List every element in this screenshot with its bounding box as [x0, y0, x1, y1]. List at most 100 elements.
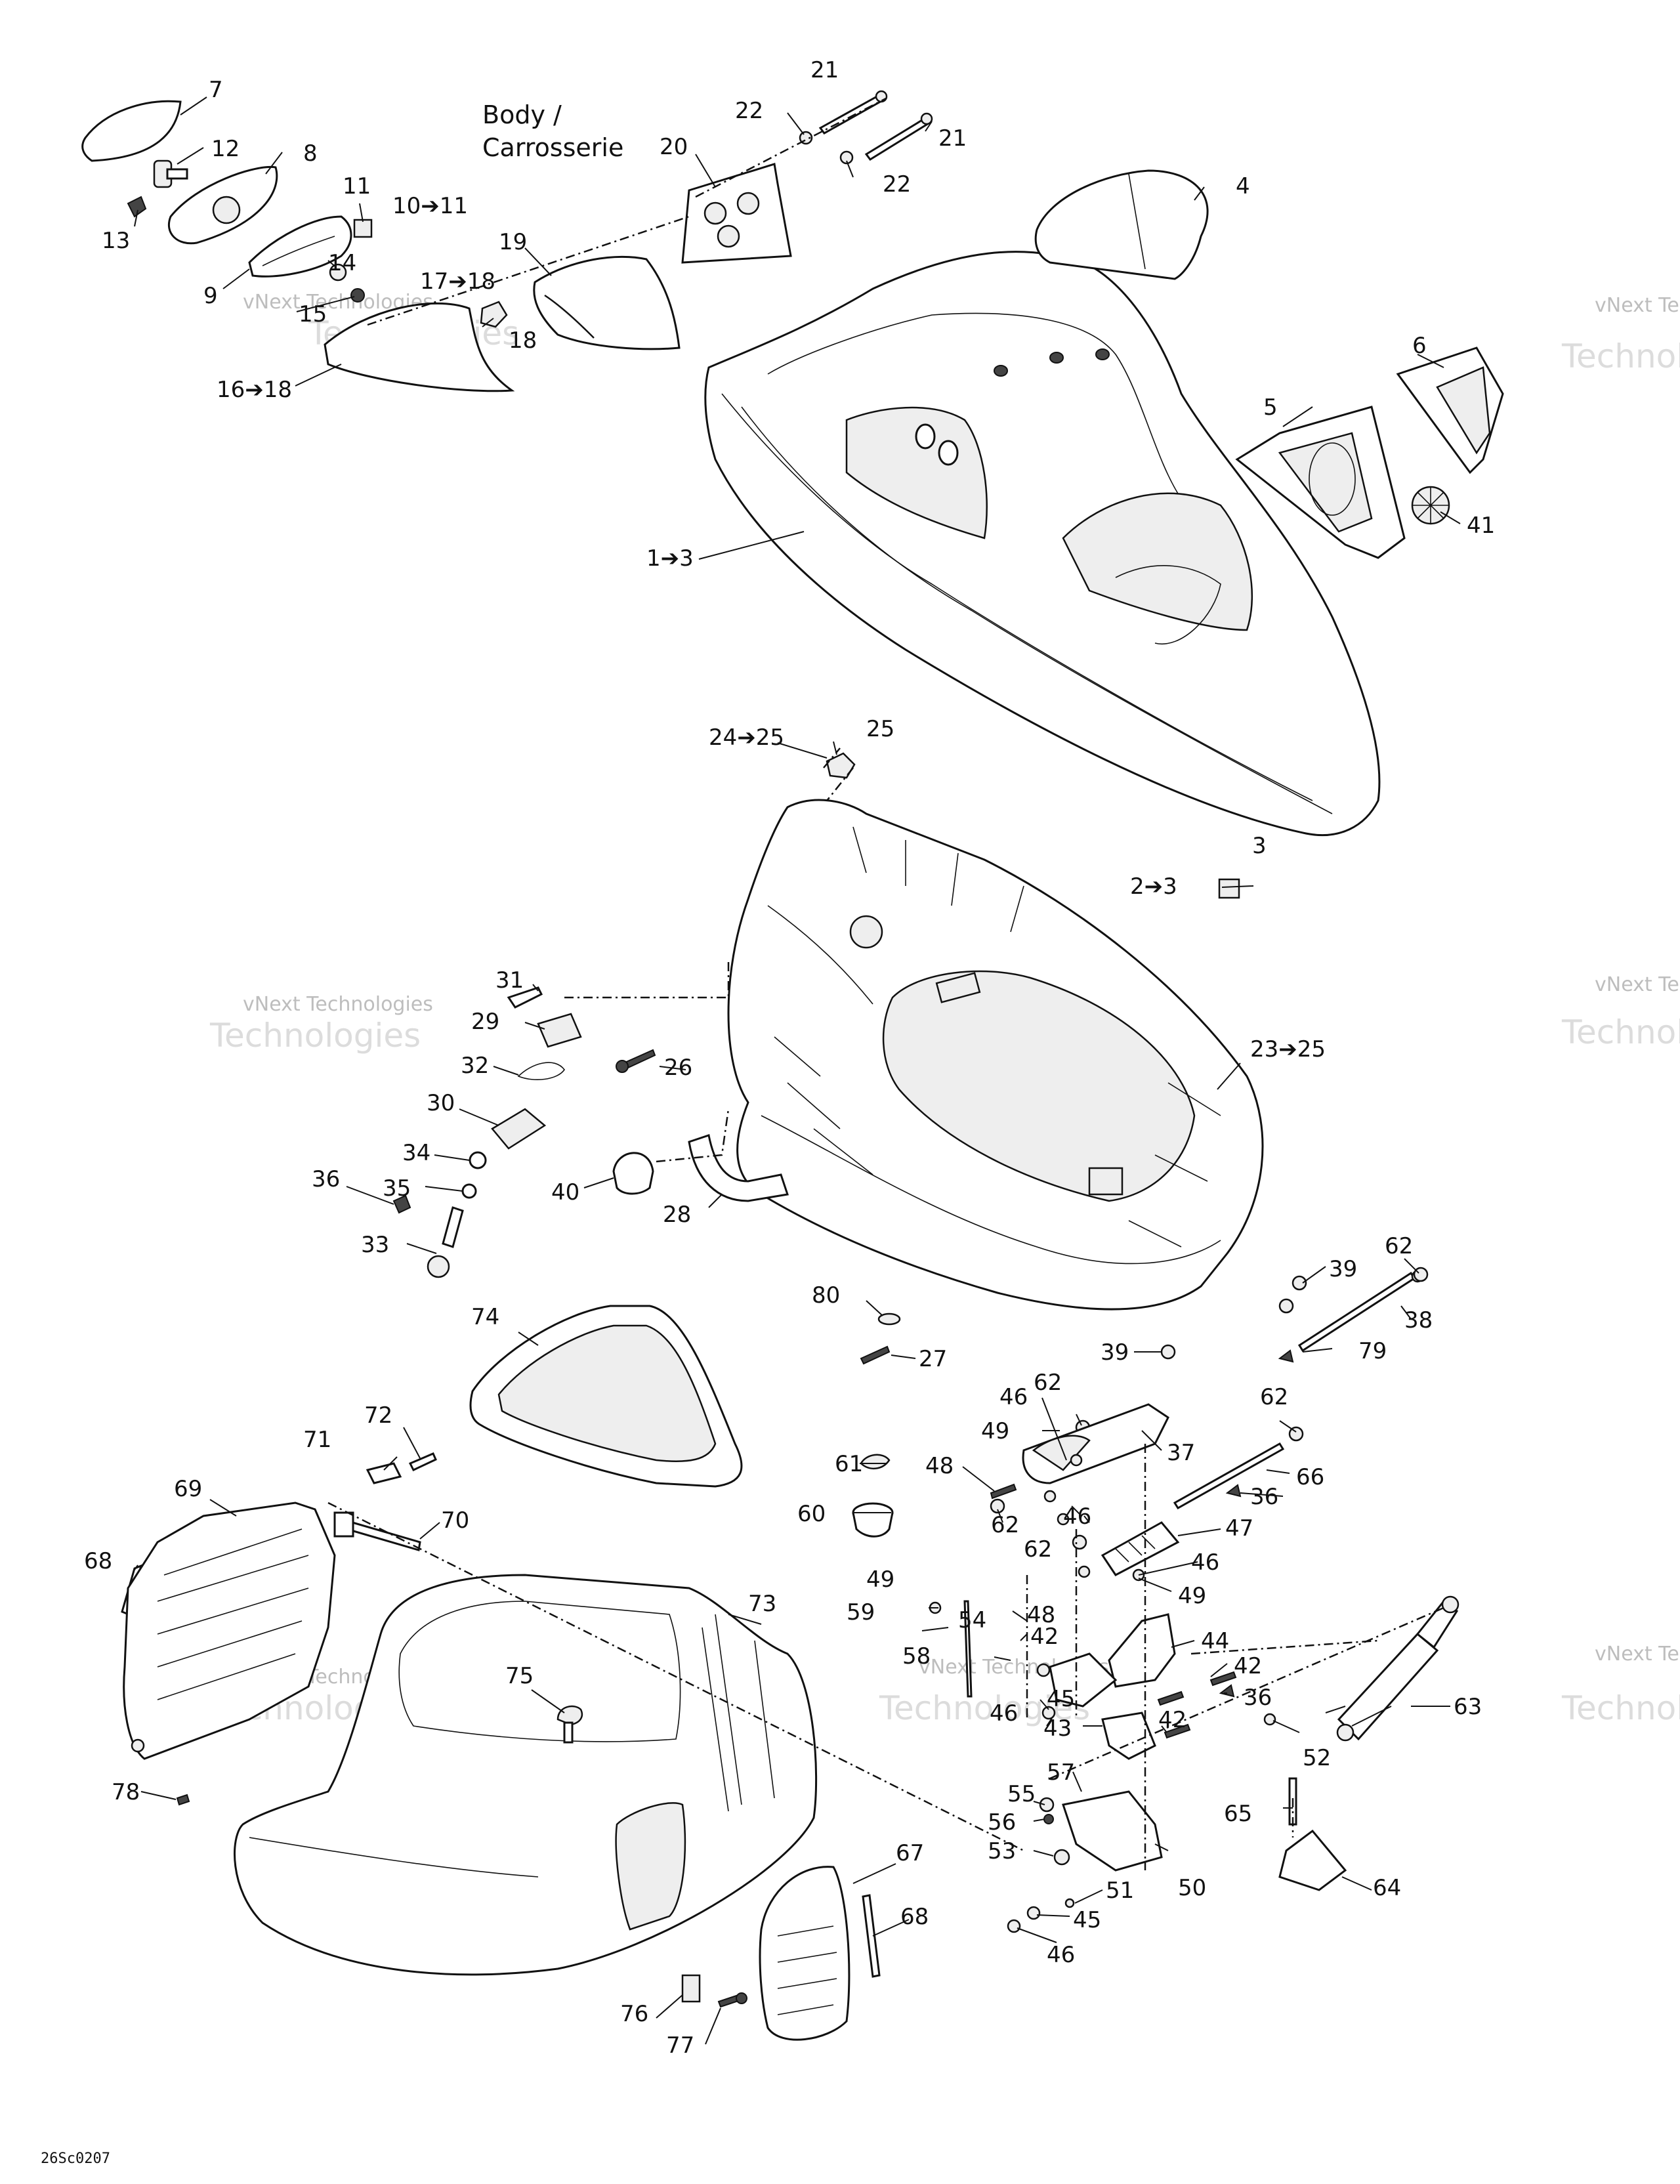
callout-24: 24➔25: [709, 724, 784, 751]
leader-lines: [134, 96, 1461, 2045]
callout-6: 6: [1412, 333, 1427, 359]
callout-8: 8: [303, 140, 318, 167]
callout-48a: 48: [925, 1453, 954, 1479]
callout-42c: 42: [1158, 1707, 1186, 1733]
callout-9: 9: [203, 283, 218, 309]
callout-65: 65: [1224, 1801, 1252, 1827]
callout-46c: 46: [1191, 1549, 1219, 1576]
callout-22b: 22: [883, 171, 911, 198]
bracket-part-43: [1049, 1652, 1118, 1708]
lever-part-37: [1022, 1403, 1169, 1484]
base-plate-part-8: [167, 165, 278, 245]
cap-part-40: [612, 1152, 654, 1195]
clip-part-71-72: [366, 1452, 437, 1484]
body-frame-drawing: [727, 799, 1264, 1311]
bracket-part-20: [681, 163, 792, 264]
callout-39b: 39: [1101, 1339, 1129, 1366]
watermark-text: vNext Technologies: [243, 993, 433, 1016]
hose-part-28: [688, 1134, 789, 1202]
callout-52: 52: [1303, 1745, 1331, 1771]
callout-62d: 62: [991, 1512, 1019, 1538]
callout-46e: 46: [1047, 1942, 1075, 1968]
seal-part-74: [469, 1305, 743, 1488]
washer-part-34: [469, 1151, 487, 1169]
callout-62b: 62: [1034, 1370, 1062, 1396]
callout-23: 23➔25: [1250, 1036, 1326, 1062]
callout-44: 44: [1201, 1628, 1229, 1654]
assembly-lines: [327, 97, 1444, 1870]
callout-59: 59: [847, 1599, 875, 1626]
mirror-lens-part-16: [324, 302, 515, 392]
mirror-glass-part-7: [81, 100, 182, 162]
callout-41: 41: [1467, 513, 1495, 539]
callout-14: 14: [328, 250, 356, 276]
screw-part-27-80: [860, 1312, 901, 1365]
bolts-part-21-22: [799, 90, 933, 165]
callout-45a: 45: [1047, 1686, 1075, 1712]
callout-19: 19: [499, 229, 527, 255]
callout-51: 51: [1106, 1878, 1134, 1904]
callout-62c: 62: [1260, 1384, 1288, 1410]
upper-deck-drawing: [704, 251, 1381, 837]
callout-28: 28: [663, 1202, 691, 1228]
callout-71: 71: [303, 1427, 331, 1453]
title-line-2: Carrosserie: [482, 133, 623, 162]
nut-part-25: [826, 752, 856, 779]
callout-54: 54: [958, 1607, 986, 1633]
bracket-part-50: [1062, 1712, 1163, 1872]
mirror-housing-part-9: [248, 215, 352, 278]
callout-15: 15: [299, 301, 327, 327]
callout-22a: 22: [735, 98, 763, 124]
callout-17: 17➔18: [420, 268, 495, 295]
shock-part-63: [1336, 1595, 1460, 1742]
callout-36a: 36: [312, 1166, 340, 1192]
handle-part-30: [491, 1108, 547, 1150]
callout-26: 26: [664, 1055, 692, 1081]
callout-10: 10➔11: [392, 193, 468, 219]
callout-7: 7: [209, 77, 223, 103]
tool-part-70: [333, 1511, 421, 1551]
callout-29: 29: [471, 1009, 499, 1035]
watermark-text: Technologies: [209, 1017, 421, 1055]
callout-73: 73: [748, 1591, 776, 1617]
callout-49c: 49: [866, 1566, 894, 1593]
callout-78: 78: [112, 1779, 140, 1805]
callout-30: 30: [427, 1090, 455, 1116]
callout-68b: 68: [900, 1904, 929, 1930]
callout-70: 70: [441, 1507, 469, 1534]
small-hardware-lower: [929, 1349, 1294, 1933]
callout-20: 20: [660, 134, 688, 160]
callout-61: 61: [835, 1451, 863, 1477]
rod-part-59: [963, 1600, 973, 1698]
callout-49a: 49: [981, 1418, 1009, 1444]
grille-part-5: [1235, 406, 1406, 559]
callouts: 7 12 8 13 9 11 10➔11 14 15 16➔18 17➔18 1…: [84, 57, 1495, 2059]
watermark-text: vNext Technologies: [1595, 1643, 1680, 1666]
nut-part-3: [1218, 878, 1240, 899]
callout-39a: 39: [1329, 1256, 1357, 1282]
callout-31: 31: [495, 967, 524, 994]
bracket-part-44: [1108, 1613, 1176, 1688]
callout-49b: 49: [1178, 1583, 1206, 1609]
spring-part-32: [517, 1062, 565, 1080]
vent-panel-part-69: [123, 1502, 336, 1760]
callout-47: 47: [1225, 1515, 1253, 1542]
callout-32: 32: [461, 1053, 489, 1079]
callout-75: 75: [505, 1663, 534, 1689]
nut-part-13: [127, 196, 147, 218]
callout-4: 4: [1236, 173, 1250, 200]
callout-62a: 62: [1385, 1233, 1413, 1259]
callout-34: 34: [402, 1140, 430, 1166]
callout-56: 56: [988, 1809, 1016, 1836]
callout-35: 35: [383, 1175, 411, 1202]
latch-pin-part-31: [507, 986, 543, 1009]
clip-part-11: [353, 219, 373, 238]
callout-40: 40: [551, 1179, 579, 1206]
rod-part-66: [1173, 1442, 1285, 1510]
callout-72: 72: [364, 1402, 392, 1429]
callout-48b: 48: [1027, 1602, 1055, 1628]
callout-12: 12: [211, 136, 240, 162]
nut-part-18: [480, 301, 508, 328]
